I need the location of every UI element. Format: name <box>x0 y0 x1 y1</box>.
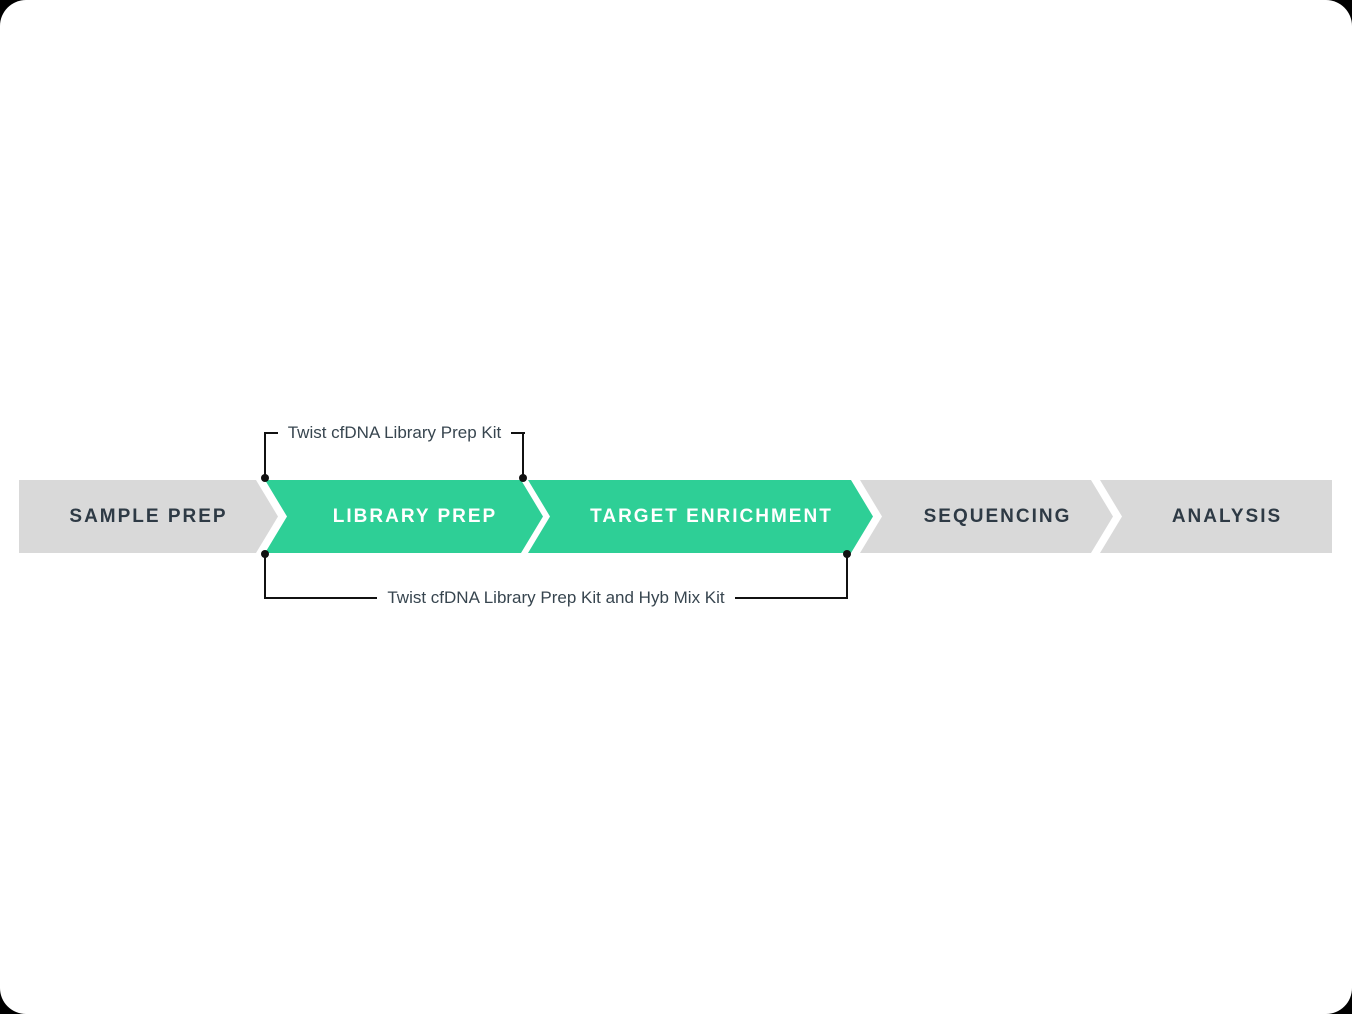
annotation-bottom: Twist cfDNA Library Prep Kit and Hyb Mix… <box>264 586 848 609</box>
annotation-top-label: Twist cfDNA Library Prep Kit <box>277 422 512 443</box>
annotation-top-left-connector-dot <box>261 474 269 482</box>
step-target-enrichment: TARGET ENRICHMENT <box>528 480 873 553</box>
annotation-top: Twist cfDNA Library Prep Kit <box>264 421 525 444</box>
step-target-enrichment-label: TARGET ENRICHMENT <box>590 505 833 527</box>
annotation-top-right-connector-dot <box>519 474 527 482</box>
annotation-top-right-vline <box>522 432 524 478</box>
annotation-bottom-right-connector-dot <box>843 550 851 558</box>
step-sequencing: SEQUENCING <box>860 480 1113 553</box>
step-sample-prep: SAMPLE PREP <box>19 480 278 553</box>
annotation-bottom-left-connector-dot <box>261 550 269 558</box>
annotation-bottom-label: Twist cfDNA Library Prep Kit and Hyb Mix… <box>377 587 735 608</box>
annotation-bottom-right-vline <box>846 554 848 597</box>
step-sample-prep-label: SAMPLE PREP <box>69 505 228 527</box>
step-sequencing-label: SEQUENCING <box>923 505 1072 527</box>
annotation-top-left-vline <box>264 432 266 478</box>
step-library-prep-label: LIBRARY PREP <box>332 505 498 527</box>
step-library-prep: LIBRARY PREP <box>265 480 543 553</box>
step-analysis: ANALYSIS <box>1100 480 1332 553</box>
annotation-bottom-left-vline <box>264 554 266 597</box>
step-analysis-label: ANALYSIS <box>1171 505 1283 527</box>
